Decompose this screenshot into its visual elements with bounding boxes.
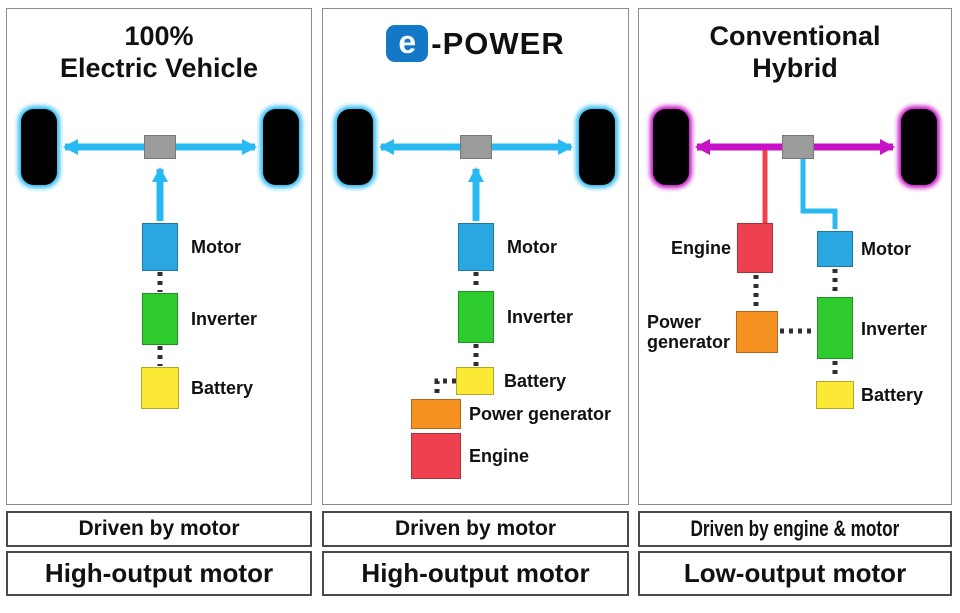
battery-label: Battery (191, 378, 254, 398)
footer-drive-type-ev: Driven by motor (6, 511, 312, 547)
generator-label-line1: Power (647, 312, 702, 332)
panel-conventional-hybrid: Conventional Hybrid Engine Motor Power g… (638, 8, 952, 505)
gearbox (144, 135, 176, 159)
footer-drive-type-hybrid: Driven by engine & motor (638, 511, 952, 547)
footer-motor-output-epower-text: High-output motor (361, 558, 590, 588)
inverter-box (817, 297, 853, 359)
generator-label: Power generator (647, 312, 733, 352)
gearbox (782, 135, 814, 159)
engine-box (411, 433, 461, 479)
panel-title-line1: 100% (124, 21, 194, 51)
footer-motor-output-epower: High-output motor (322, 551, 629, 596)
battery-label: Battery (861, 385, 924, 405)
panel-electric-vehicle: 100% Electric Vehicle Motor Inverter Bat… (6, 8, 312, 505)
motor-label: Motor (861, 239, 911, 259)
e-power-logo: e -POWER (323, 25, 628, 62)
panel-title-line1: Conventional (709, 21, 881, 51)
battery-generator-connector (434, 378, 456, 398)
footer-motor-output-hybrid: Low-output motor (638, 551, 952, 596)
power-generator-box (411, 399, 461, 429)
e-power-logo-e-icon: e (386, 25, 429, 62)
tire-right (901, 109, 937, 185)
panel-title: Conventional Hybrid (639, 21, 951, 85)
battery-box (456, 367, 494, 395)
gearbox (460, 135, 492, 159)
battery-label: Battery (504, 371, 567, 391)
footer-drive-type-epower: Driven by motor (322, 511, 629, 547)
inverter-label: Inverter (191, 309, 258, 329)
engine-label: Engine (670, 238, 731, 258)
tire-right (263, 109, 299, 185)
generator-label-line2: generator (647, 332, 731, 353)
tire-right (579, 109, 615, 185)
footer-drive-type-epower-text: Driven by motor (394, 517, 557, 540)
inverter-label: Inverter (861, 319, 928, 339)
power-generator-box (736, 311, 778, 353)
inverter-box (142, 293, 178, 345)
tire-left (21, 109, 57, 185)
footer-drive-type-hybrid-text: Driven by engine & motor (690, 516, 900, 541)
tire-left (653, 109, 689, 185)
battery-box (816, 381, 854, 409)
panel-title-line2: Electric Vehicle (59, 52, 259, 83)
motor-drive-line (800, 159, 838, 229)
footer-drive-type-ev-text: Driven by motor (78, 517, 240, 540)
motor-box (142, 223, 178, 271)
footer-motor-output-hybrid-text: Low-output motor (683, 558, 907, 588)
footer-motor-output-ev-text: High-output motor (44, 558, 274, 588)
panel-title-line2: Hybrid (752, 52, 838, 83)
tire-left (337, 109, 373, 185)
engine-box (737, 223, 773, 273)
inverter-label: Inverter (507, 307, 574, 327)
engine-label: Engine (469, 446, 530, 466)
battery-box (141, 367, 179, 409)
inverter-box (458, 291, 494, 343)
motor-box (817, 231, 853, 267)
e-power-logo-text: -POWER (431, 25, 565, 61)
footer-motor-output-ev: High-output motor (6, 551, 312, 596)
panel-title: 100% Electric Vehicle (7, 21, 311, 85)
motor-label: Motor (191, 237, 241, 257)
motor-box (458, 223, 494, 271)
generator-label: Power generator (469, 404, 612, 424)
panel-e-power: e -POWER Motor Inverter Battery Power ge… (322, 8, 629, 505)
motor-label: Motor (507, 237, 557, 257)
